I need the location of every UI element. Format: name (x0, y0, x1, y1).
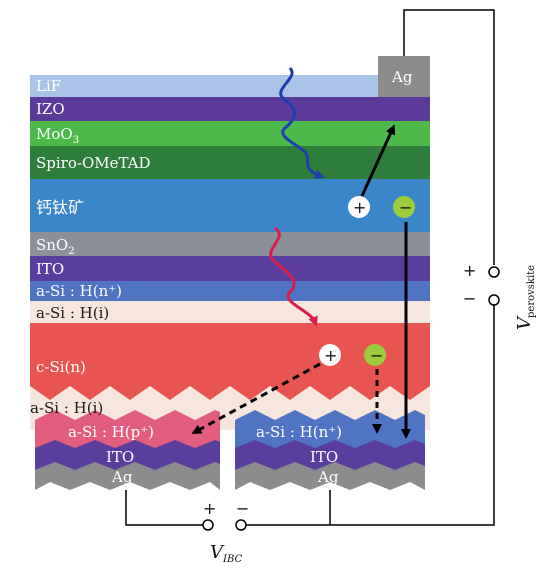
hole-bottom (319, 344, 341, 366)
ag-top-contact (378, 56, 430, 97)
terminal-perovskite-plus (488, 266, 500, 278)
layer-sno2 (30, 232, 430, 256)
label-spiro: Spiro-OMeTAD (36, 154, 151, 172)
ibc-plus-sign: + (203, 499, 216, 518)
electron-bottom-sign: − (370, 346, 383, 365)
hole-top (348, 196, 370, 218)
ibc-minus-sign: − (236, 499, 249, 518)
layer-spiro (30, 146, 430, 179)
label-lif: LiF (36, 77, 61, 95)
wire-ibc-left (125, 490, 203, 526)
label-ito-left: ITO (106, 448, 134, 466)
finger-left-ag (35, 462, 220, 490)
label-ito-right: ITO (310, 448, 338, 466)
layer-izo (30, 97, 430, 121)
wire-perovskite-minus (246, 305, 495, 526)
label-izo: IZO (36, 100, 65, 118)
hole-bottom-sign: + (324, 346, 337, 365)
finger-right-asi-n (235, 410, 425, 448)
layer-perovskite (30, 179, 430, 232)
label-ag-right: Ag (317, 468, 339, 486)
light-wave-blue (279, 66, 325, 179)
label-ag-left: Ag (111, 468, 133, 486)
wire-perovskite-plus (403, 9, 495, 265)
finger-right-ag (235, 462, 425, 490)
terminal-ibc-plus (202, 519, 214, 531)
layer-ito (30, 256, 430, 281)
v-perovskite-label: V perovskite (514, 265, 537, 330)
electron-bottom (364, 344, 386, 366)
label-asi-n-back: a-Si : H(n⁺) (256, 423, 342, 441)
label-sno2: SnO2 (36, 236, 75, 257)
v-perovskite-sub: perovskite (526, 265, 537, 318)
finger-right-ito (235, 440, 425, 470)
perovskite-plus-sign: + (463, 261, 476, 280)
label-perovskite: 钙钛矿 (36, 198, 84, 217)
terminal-ibc-minus (235, 519, 247, 531)
layer-asi-n (30, 281, 430, 301)
layer-asi-i (30, 301, 430, 323)
layer-lif (30, 75, 430, 97)
hole-path-top (360, 124, 396, 197)
label-ag-top: Ag (391, 68, 413, 86)
electron-top-sign: − (399, 198, 412, 217)
hole-top-sign: + (353, 198, 366, 217)
terminal-perovskite-minus (488, 294, 500, 306)
perovskite-minus-sign: − (463, 289, 476, 308)
light-wave-red (269, 226, 318, 327)
label-csi: c-Si(n) (36, 358, 86, 376)
v-ibc-main: VIBC (210, 542, 242, 565)
layer-moo3 (30, 121, 430, 146)
label-asi-p-back: a-Si : H(p⁺) (68, 423, 154, 441)
v-perovskite-main: V (514, 315, 535, 330)
label-asi-i: a-Si : H(i) (36, 304, 109, 322)
finger-left-asi-p (35, 410, 220, 448)
label-ito: ITO (36, 260, 64, 278)
label-asi-n: a-Si : H(n⁺) (36, 282, 122, 300)
label-asi-i-back: a-Si : H(i) (30, 399, 103, 417)
electron-top (393, 196, 415, 218)
label-moo3: MoO3 (36, 125, 79, 146)
